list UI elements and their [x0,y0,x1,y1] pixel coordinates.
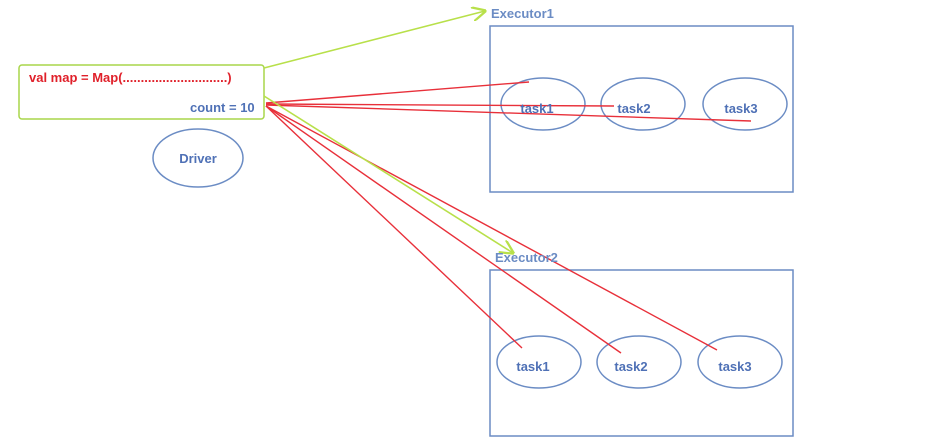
executor1-task3-label: task3 [724,101,757,116]
executor1-label: Executor1 [491,6,554,21]
executor2-task1-node [496,335,582,389]
executor1-box [489,25,794,193]
executor1-task3-node [702,77,788,131]
red-line-exec1-task1 [265,81,530,104]
executor1-task2-node [600,77,686,131]
executor1-task2-label: task2 [617,101,650,116]
red-line-exec2-task2 [265,105,622,354]
green-arrow-executor2 [263,95,513,253]
driver-node [152,128,244,188]
executor2-task3-node [697,335,783,389]
executor2-task2-label: task2 [614,359,647,374]
red-line-exec1-task3 [265,104,752,122]
driver-label: Driver [179,151,217,166]
green-arrow-executor1 [263,11,485,69]
executor2-task3-label: task3 [718,359,751,374]
executor1-task1-label: task1 [520,101,553,116]
red-line-exec2-task1 [265,105,523,349]
red-line-exec1-task2 [265,103,615,107]
executor1-task1-node [500,77,586,131]
executor2-task1-label: task1 [516,359,549,374]
driver-count-label: count = 10 [190,100,255,115]
executor2-task2-node [596,335,682,389]
executor2-box [489,269,794,437]
red-line-exec2-task3 [265,105,718,351]
driver-code-line: val map = Map(..........................… [29,70,232,85]
executor2-label: Executor2 [495,250,558,265]
driver-code-box [18,64,265,120]
